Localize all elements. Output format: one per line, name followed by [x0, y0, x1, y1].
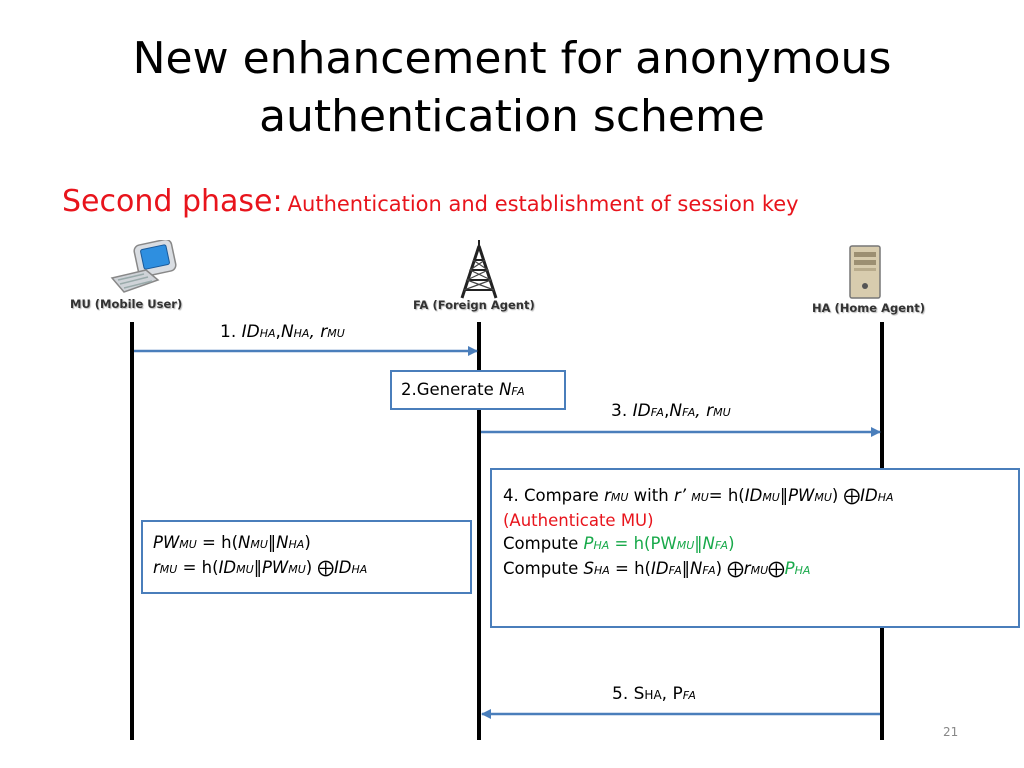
fa-lifeline: [477, 322, 481, 740]
phase-description: Authentication and establishment of sess…: [287, 192, 799, 216]
phase-subtitle: Second phase: Authentication and establi…: [62, 184, 799, 219]
page-number: 21: [943, 725, 959, 739]
radio-tower-icon: [460, 240, 498, 299]
compare-line: 4. Compare rMU with r’ MU= h(IDMU‖PWMU) …: [503, 486, 894, 505]
phase-label: Second phase:: [62, 184, 283, 219]
mu-label: MU (Mobile User): [70, 297, 183, 311]
title-line-1: New enhancement for anonymous: [132, 33, 892, 84]
pwmu-line: PWMU = h(NMU‖NHA): [153, 533, 311, 552]
rmu-line: rMU = h(IDMU‖PWMU) ⨁IDHA: [153, 558, 368, 577]
message-3-label: 3. IDFA,NFA, rMU: [611, 401, 731, 421]
mobile-phone-icon: [110, 240, 177, 293]
authenticate-mu-line: (Authenticate MU): [503, 511, 654, 530]
message-5-label: 5. SHA, PFA: [612, 684, 696, 704]
ha-label: HA (Home Agent): [812, 301, 925, 315]
server-icon: [849, 245, 881, 299]
message-1-label: 1. IDHA,NHA, rMU: [220, 322, 345, 342]
compute-sha-line: Compute SHA = h(IDFA‖NFA) ⨁rMU⨁PHA: [503, 559, 811, 578]
compute-pha-line: Compute PHA = h(PWMU‖NFA): [503, 534, 735, 553]
ha-computation-box: 4. Compare rMU with r’ MU= h(IDMU‖PWMU) …: [490, 468, 1020, 628]
title-line-2: authentication scheme: [259, 91, 765, 142]
fa-label: FA (Foreign Agent): [413, 298, 535, 312]
slide-title: New enhancement for anonymous authentica…: [0, 30, 1024, 146]
mu-computation-box: PWMU = h(NMU‖NHA) rMU = h(IDMU‖PWMU) ⨁ID…: [141, 520, 472, 594]
mu-lifeline: [130, 322, 134, 740]
generate-nfa-box: 2.Generate NFA: [390, 370, 566, 410]
